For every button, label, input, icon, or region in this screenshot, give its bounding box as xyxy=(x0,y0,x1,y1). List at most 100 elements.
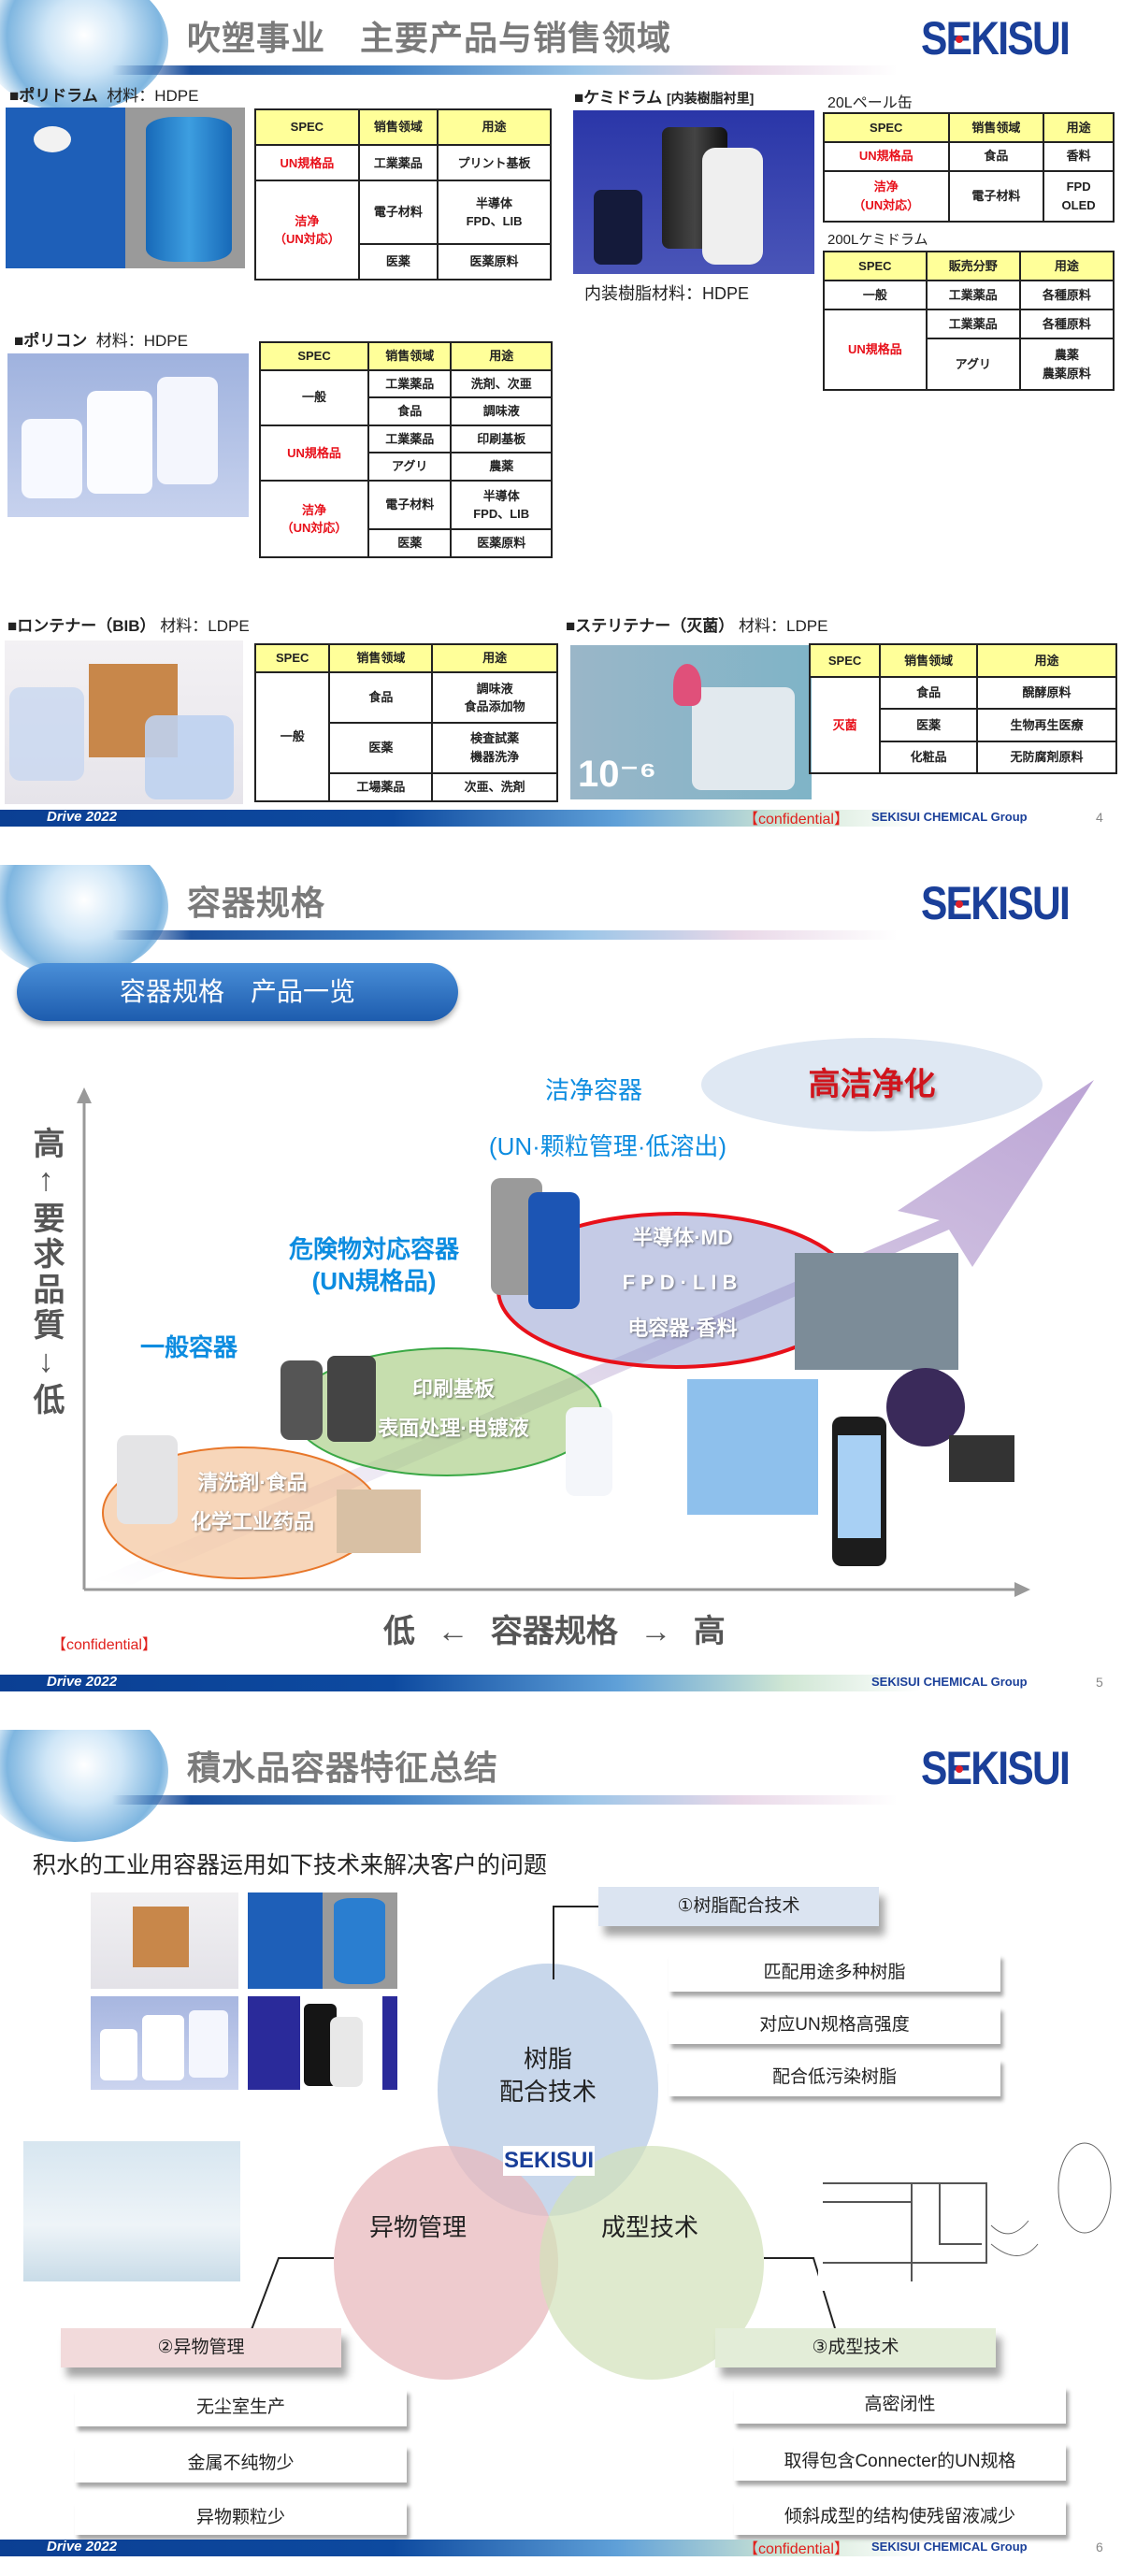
confidential-label: 【confidential】 xyxy=(743,812,849,827)
footer-group: SEKISUI CHEMICAL Group xyxy=(871,810,1028,824)
column-header: 用途 xyxy=(437,108,552,147)
cap-cross-section-icon xyxy=(823,2142,1112,2281)
rontainer-label: ■ロンテナー（BIB） 材料：LDPE xyxy=(7,612,250,636)
foreign-circle-label: 异物管理 xyxy=(368,2213,467,2241)
table-cell: 洁净 （UN対応） xyxy=(823,169,950,223)
table-row: 医薬検査試薬 機器洗浄 xyxy=(255,721,558,774)
table-cell: 醗酵原料 xyxy=(976,675,1117,710)
sekisui-logo: SEKISUI xyxy=(921,12,1071,65)
table-cell: アグリ xyxy=(925,338,1021,391)
slide-title: 積水品容器特征总结 xyxy=(187,1749,499,1787)
table-cell: 検査試薬 機器洗浄 xyxy=(431,721,558,774)
table-cell: 電子材料 xyxy=(357,180,439,245)
hazard-items: 印刷基板表面处理·电镀液 xyxy=(355,1370,552,1448)
table-row: アグリ農薬 農薬原料 xyxy=(824,338,1115,391)
clean-item: 电容器·香料 xyxy=(627,1316,738,1340)
table-cell: 工業薬品 xyxy=(367,368,453,399)
polycon-material: 材料：HDPE xyxy=(95,332,188,350)
page-number: 4 xyxy=(1096,810,1103,825)
table-row: UN規格品食品香料 xyxy=(823,140,1115,172)
foreign-item: 金属不纯物少 xyxy=(75,2445,407,2482)
table-cell: 洁净 （UN対応） xyxy=(254,180,360,281)
footer-drive-label: Drive 2022 xyxy=(47,2539,118,2554)
table-cell: 医薬原料 xyxy=(437,242,552,281)
table-cell: 工場薬品 xyxy=(328,771,434,803)
table-cell: 食品 xyxy=(947,140,1045,172)
column-header: 用途 xyxy=(450,341,553,371)
column-header: SPEC xyxy=(254,108,360,147)
rontainer-photo xyxy=(5,640,243,804)
y-axis-arrowhead xyxy=(77,1087,92,1103)
resin-item: 匹配用途多种树脂 xyxy=(669,1954,1000,1992)
table-cell: UN規格品 xyxy=(823,309,928,391)
header-divider xyxy=(112,930,898,940)
resin-item: 对应UN规格高强度 xyxy=(669,2007,1000,2044)
clean-title: 洁净容器 xyxy=(544,1076,642,1104)
table-row: 工場薬品次亜、洗剤 xyxy=(255,771,558,803)
table-row: 医薬医薬原料 xyxy=(255,242,552,281)
table-cell: 一般 xyxy=(253,671,331,802)
footer-drive-label: Drive 2022 xyxy=(47,809,118,825)
table-cell: アグリ xyxy=(367,452,453,482)
general-item: 清洗剤·食品 xyxy=(197,1471,308,1494)
logo-dot-icon xyxy=(956,900,963,908)
cleanroom-photo xyxy=(23,2141,240,2281)
table-row: UN規格品工業薬品印刷基板 xyxy=(258,424,553,482)
table-cell: FPD OLED xyxy=(1043,169,1115,223)
x-axis-label: 低 ← 容器规格 → 高 xyxy=(383,1614,726,1649)
molding-item: 高密闭性 xyxy=(734,2386,1066,2424)
steritainer-image-text: 10⁻⁶ xyxy=(578,754,657,795)
drum-title: 200Lケミドラム xyxy=(827,232,928,248)
chemidrum-photo xyxy=(573,110,814,274)
resin-item: 配合低污染树脂 xyxy=(669,2059,1000,2096)
column-header: 用途 xyxy=(431,642,558,674)
column-header: SPEC xyxy=(823,112,950,143)
table-cell: 調味液 食品添加物 xyxy=(431,671,558,724)
page-number: 6 xyxy=(1096,2540,1103,2554)
table-cell: 医薬 xyxy=(879,708,979,742)
chemidrum-caption: 内装樹脂材料：HDPE xyxy=(584,284,750,303)
polydrum-label: ■ポリドラム 材料：HDPE xyxy=(9,82,198,106)
table-cell: 医薬原料 xyxy=(450,528,553,558)
table-row: UN規格品工業薬品プリント基板 xyxy=(254,144,552,182)
polycon-photo xyxy=(91,1996,238,2090)
table-row: UN規格品工業薬品各種原料 xyxy=(823,309,1115,391)
table-cell: UN規格品 xyxy=(823,140,950,172)
table-row: 一般工業薬品洗剤、次亜 xyxy=(258,368,553,426)
gray-jerrycan-icon xyxy=(280,1360,323,1440)
table-cell: 洗剤、次亜 xyxy=(450,368,553,399)
slide-features-summary: 積水品容器特征总结 SEKISUI 积水的工业用容器运用如下技术来解决客户的问题… xyxy=(0,1730,1122,2576)
hazard-title-text: 危険物対応容器 xyxy=(288,1235,459,1263)
hazard-item: 表面处理·电镀液 xyxy=(378,1416,529,1440)
table-row: 灭菌食品醗酵原料 xyxy=(808,675,1117,774)
rontainer-material: 材料：LDPE xyxy=(160,617,250,635)
white-jerrycan-icon xyxy=(117,1435,178,1524)
table-cell: 生物再生医療 xyxy=(976,708,1117,742)
clean-item: 半導体·MD xyxy=(632,1226,733,1249)
table-row: 一般食品調味液 食品添加物 xyxy=(253,671,558,802)
molding-connector xyxy=(764,2257,836,2329)
table-row: 洁净 （UN対応）電子材料半導体 FPD、LIB xyxy=(258,480,553,558)
footer-group: SEKISUI CHEMICAL Group xyxy=(871,2540,1028,2554)
foreign-connector xyxy=(244,2257,334,2348)
resin-circle xyxy=(438,1964,658,2216)
wafer-icon xyxy=(886,1368,965,1446)
table-cell: UN規格品 xyxy=(258,424,370,482)
table-cell: 工業薬品 xyxy=(357,144,439,182)
table-cell: 調味液 xyxy=(450,396,553,426)
resin-circle-label: 树脂 配合技术 xyxy=(498,2045,597,2107)
slide-title: 容器规格 xyxy=(187,884,326,922)
table-cell: 各種原料 xyxy=(1018,309,1115,340)
foreign-item: 异物颗粒少 xyxy=(75,2501,407,2535)
sekisui-center-logo: SEKISUI xyxy=(503,2146,595,2176)
table-cell: 一般 xyxy=(258,368,370,426)
hazard-item: 印刷基板 xyxy=(411,1377,495,1401)
